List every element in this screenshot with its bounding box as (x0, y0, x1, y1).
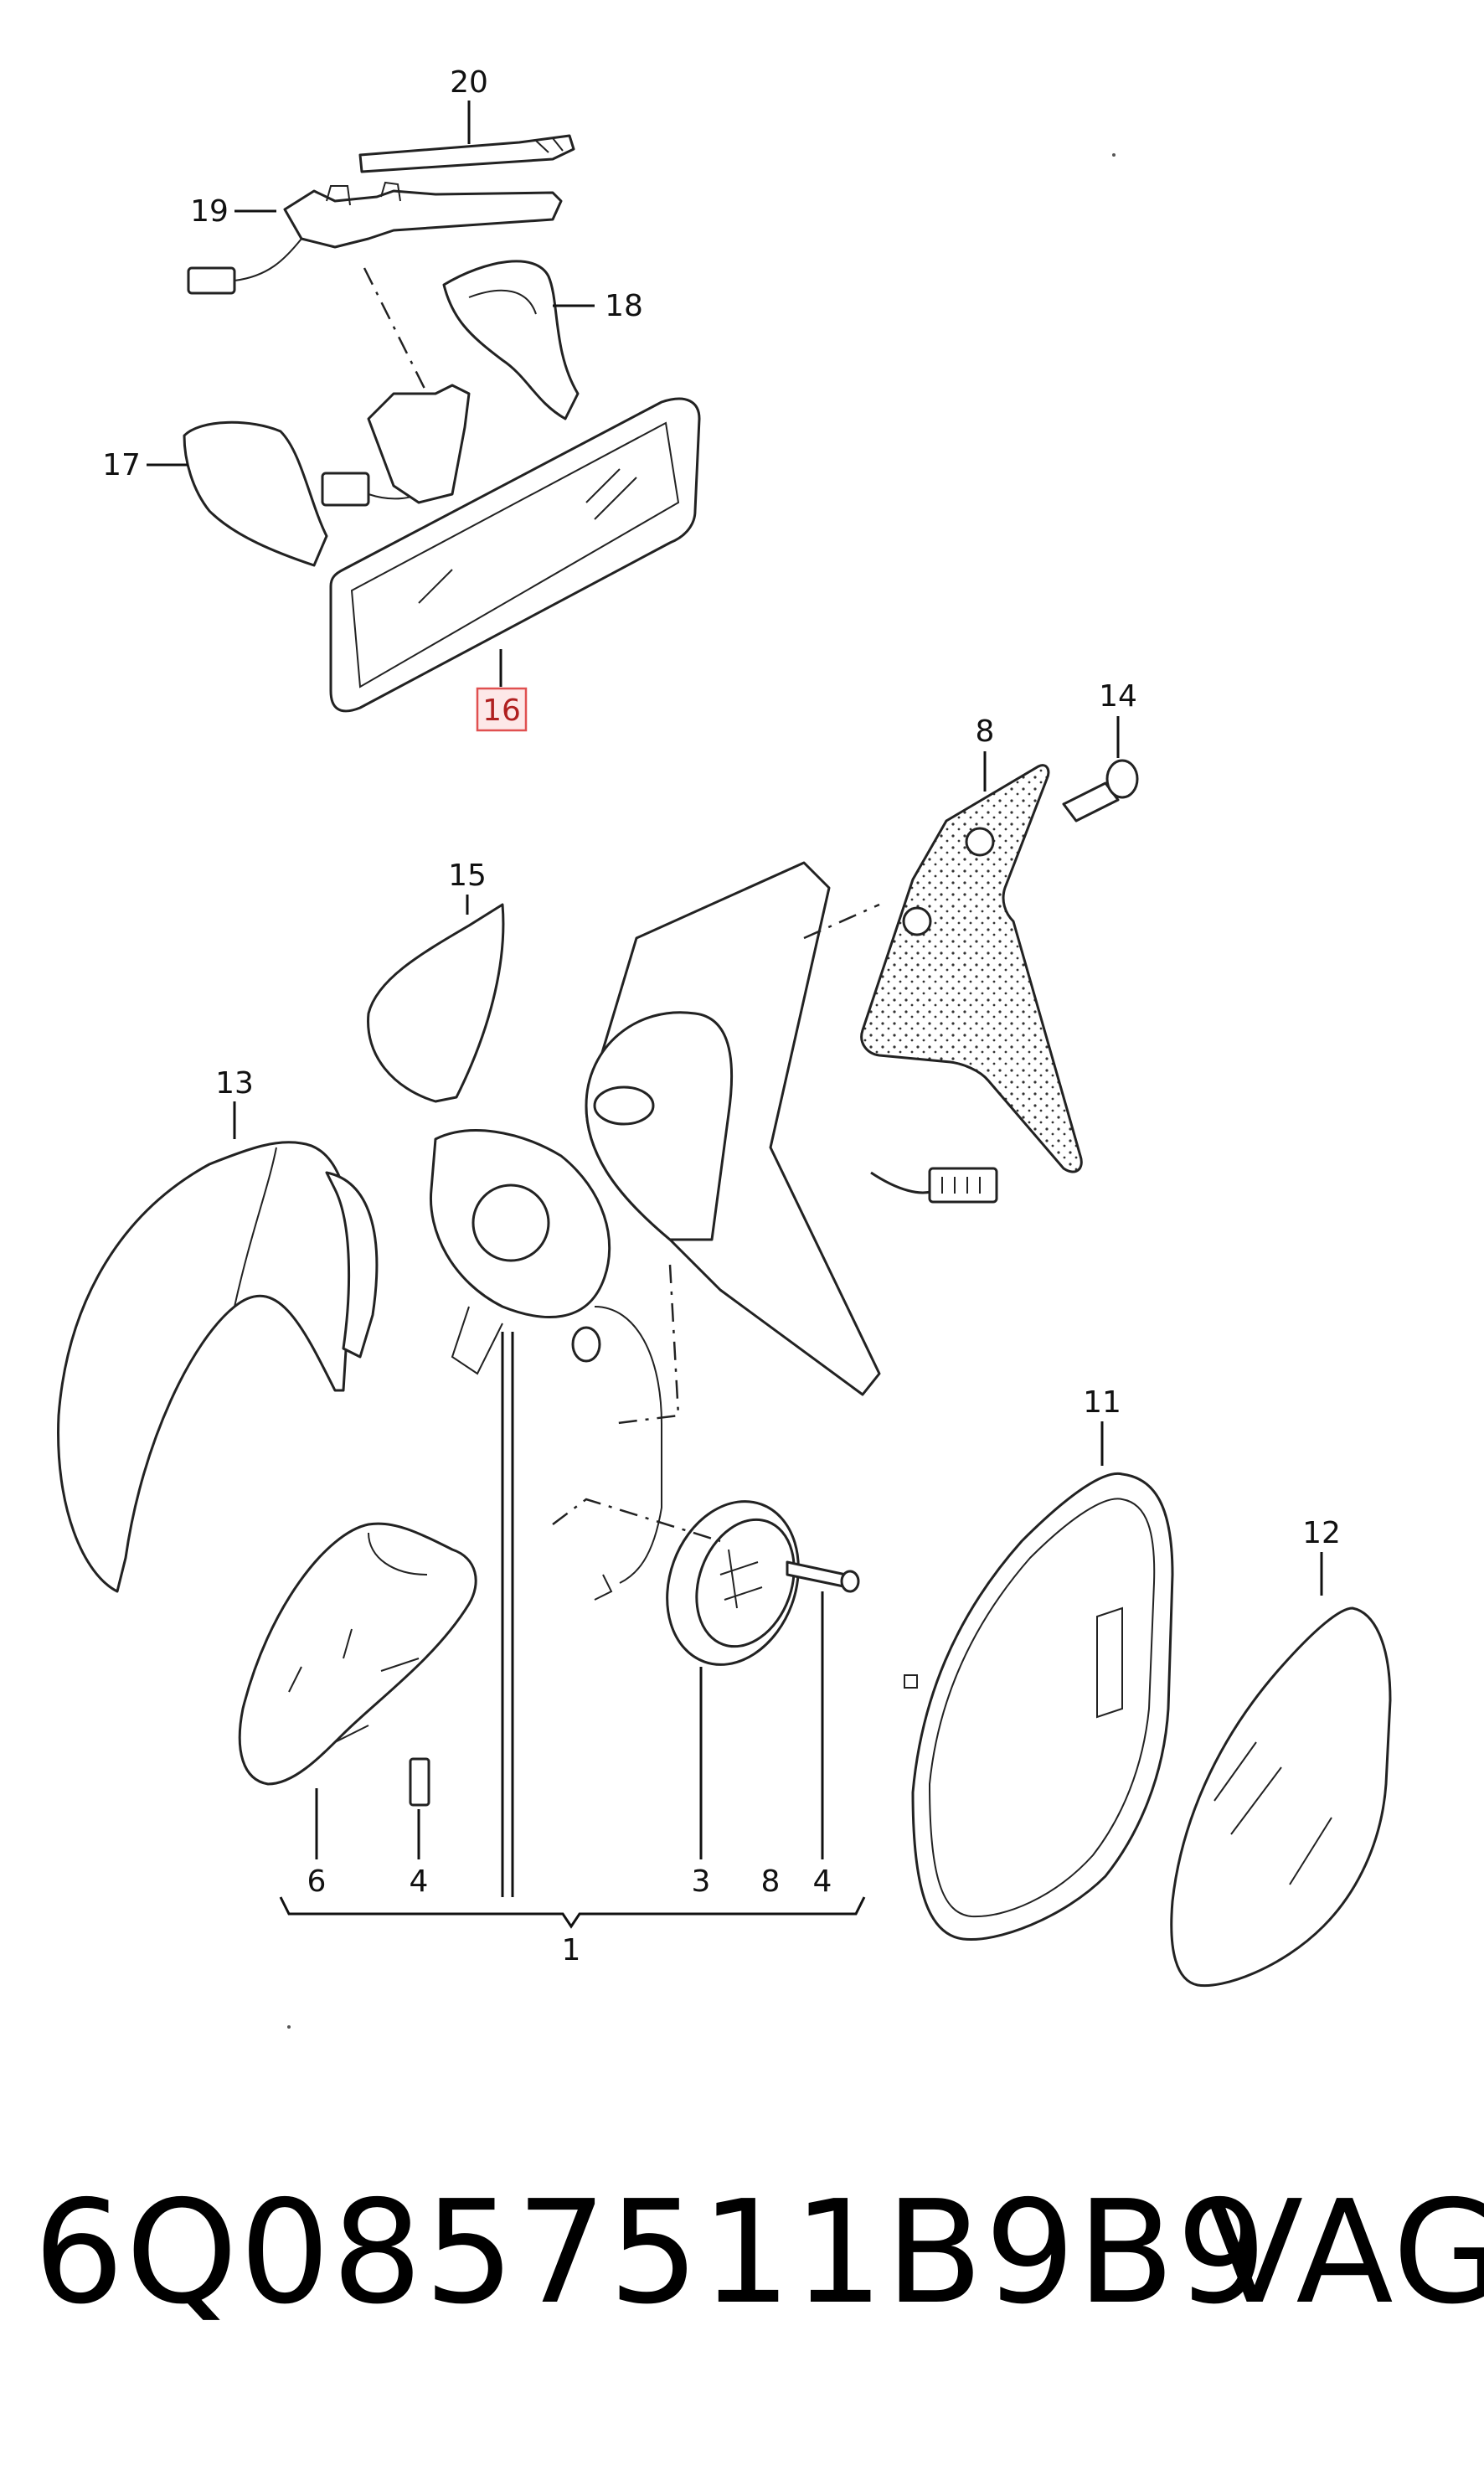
callout-16-highlight-box (476, 687, 528, 732)
part-4-screw (786, 1560, 860, 1593)
part-20-cover-strip (358, 134, 575, 173)
callout-17: 17 (102, 448, 141, 482)
part-6-under-cover (238, 1522, 477, 1807)
part-17-trim-piece (183, 384, 471, 567)
callout-12: 12 (1302, 1516, 1341, 1550)
part-14-bolt (1062, 759, 1139, 823)
part-15-cap (367, 903, 505, 1103)
callout-3: 3 (692, 1864, 711, 1899)
leader-lines (147, 101, 1323, 1929)
callout-13: 13 (215, 1066, 254, 1101)
part-12-mirror-glass (1170, 1606, 1392, 1988)
part-16-mirror (329, 397, 701, 713)
part-18-trim-piece (442, 260, 580, 420)
assembly-centerlines (363, 267, 880, 1543)
callout-16: 16 (482, 694, 521, 728)
stray-marks (287, 153, 1116, 2029)
callout-labels: 20 19 18 17 16 14 8 15 13 11 12 6 4 3 8 … (102, 65, 1341, 1967)
callout-20: 20 (450, 65, 488, 100)
part-8-gasket (860, 764, 1083, 1173)
callout-14: 14 (1099, 679, 1137, 714)
callout-1: 1 (562, 1933, 581, 1967)
callout-18: 18 (605, 289, 643, 323)
callout-8-bottom: 8 (761, 1864, 781, 1899)
callout-8-top: 8 (976, 714, 995, 749)
part-number-footer: 6Q0857511B9B9 VAG (33, 2169, 1484, 2337)
callout-6: 6 (307, 1864, 327, 1899)
callout-19: 19 (190, 194, 229, 229)
callout-11: 11 (1083, 1385, 1121, 1420)
part-11-glass-frame (904, 1472, 1174, 1942)
part-1-mirror-base-housing (429, 861, 998, 1396)
part-13-outer-cover (57, 1141, 379, 1593)
part-3-motor (571, 1306, 800, 1666)
part-number: 6Q0857511B9B9 (33, 2170, 1269, 2336)
callout-4-left: 4 (410, 1864, 429, 1899)
brand-name: VAG (1206, 2170, 1484, 2336)
callout-15: 15 (448, 859, 487, 893)
part-19-sensor-bracket (187, 181, 563, 295)
callout-4-right: 4 (813, 1864, 832, 1899)
